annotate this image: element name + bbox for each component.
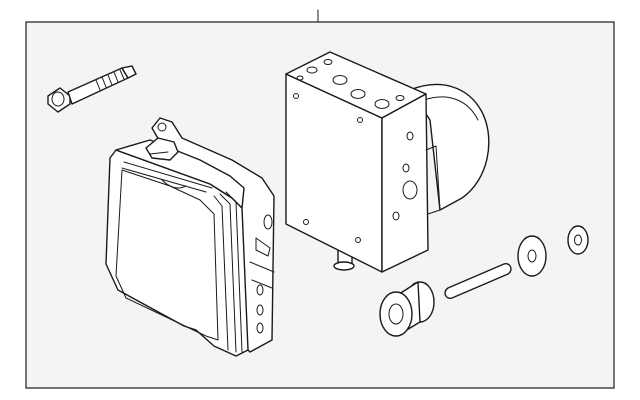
pin-icon[interactable] [444, 262, 512, 300]
bolt-icon[interactable] [47, 65, 137, 113]
ecu-module-icon[interactable] [105, 117, 275, 357]
grommet-icon[interactable] [379, 281, 435, 337]
washer-icon[interactable] [517, 235, 547, 277]
abs-pump-icon[interactable] [285, 51, 490, 273]
small-washer-icon[interactable] [567, 225, 589, 255]
